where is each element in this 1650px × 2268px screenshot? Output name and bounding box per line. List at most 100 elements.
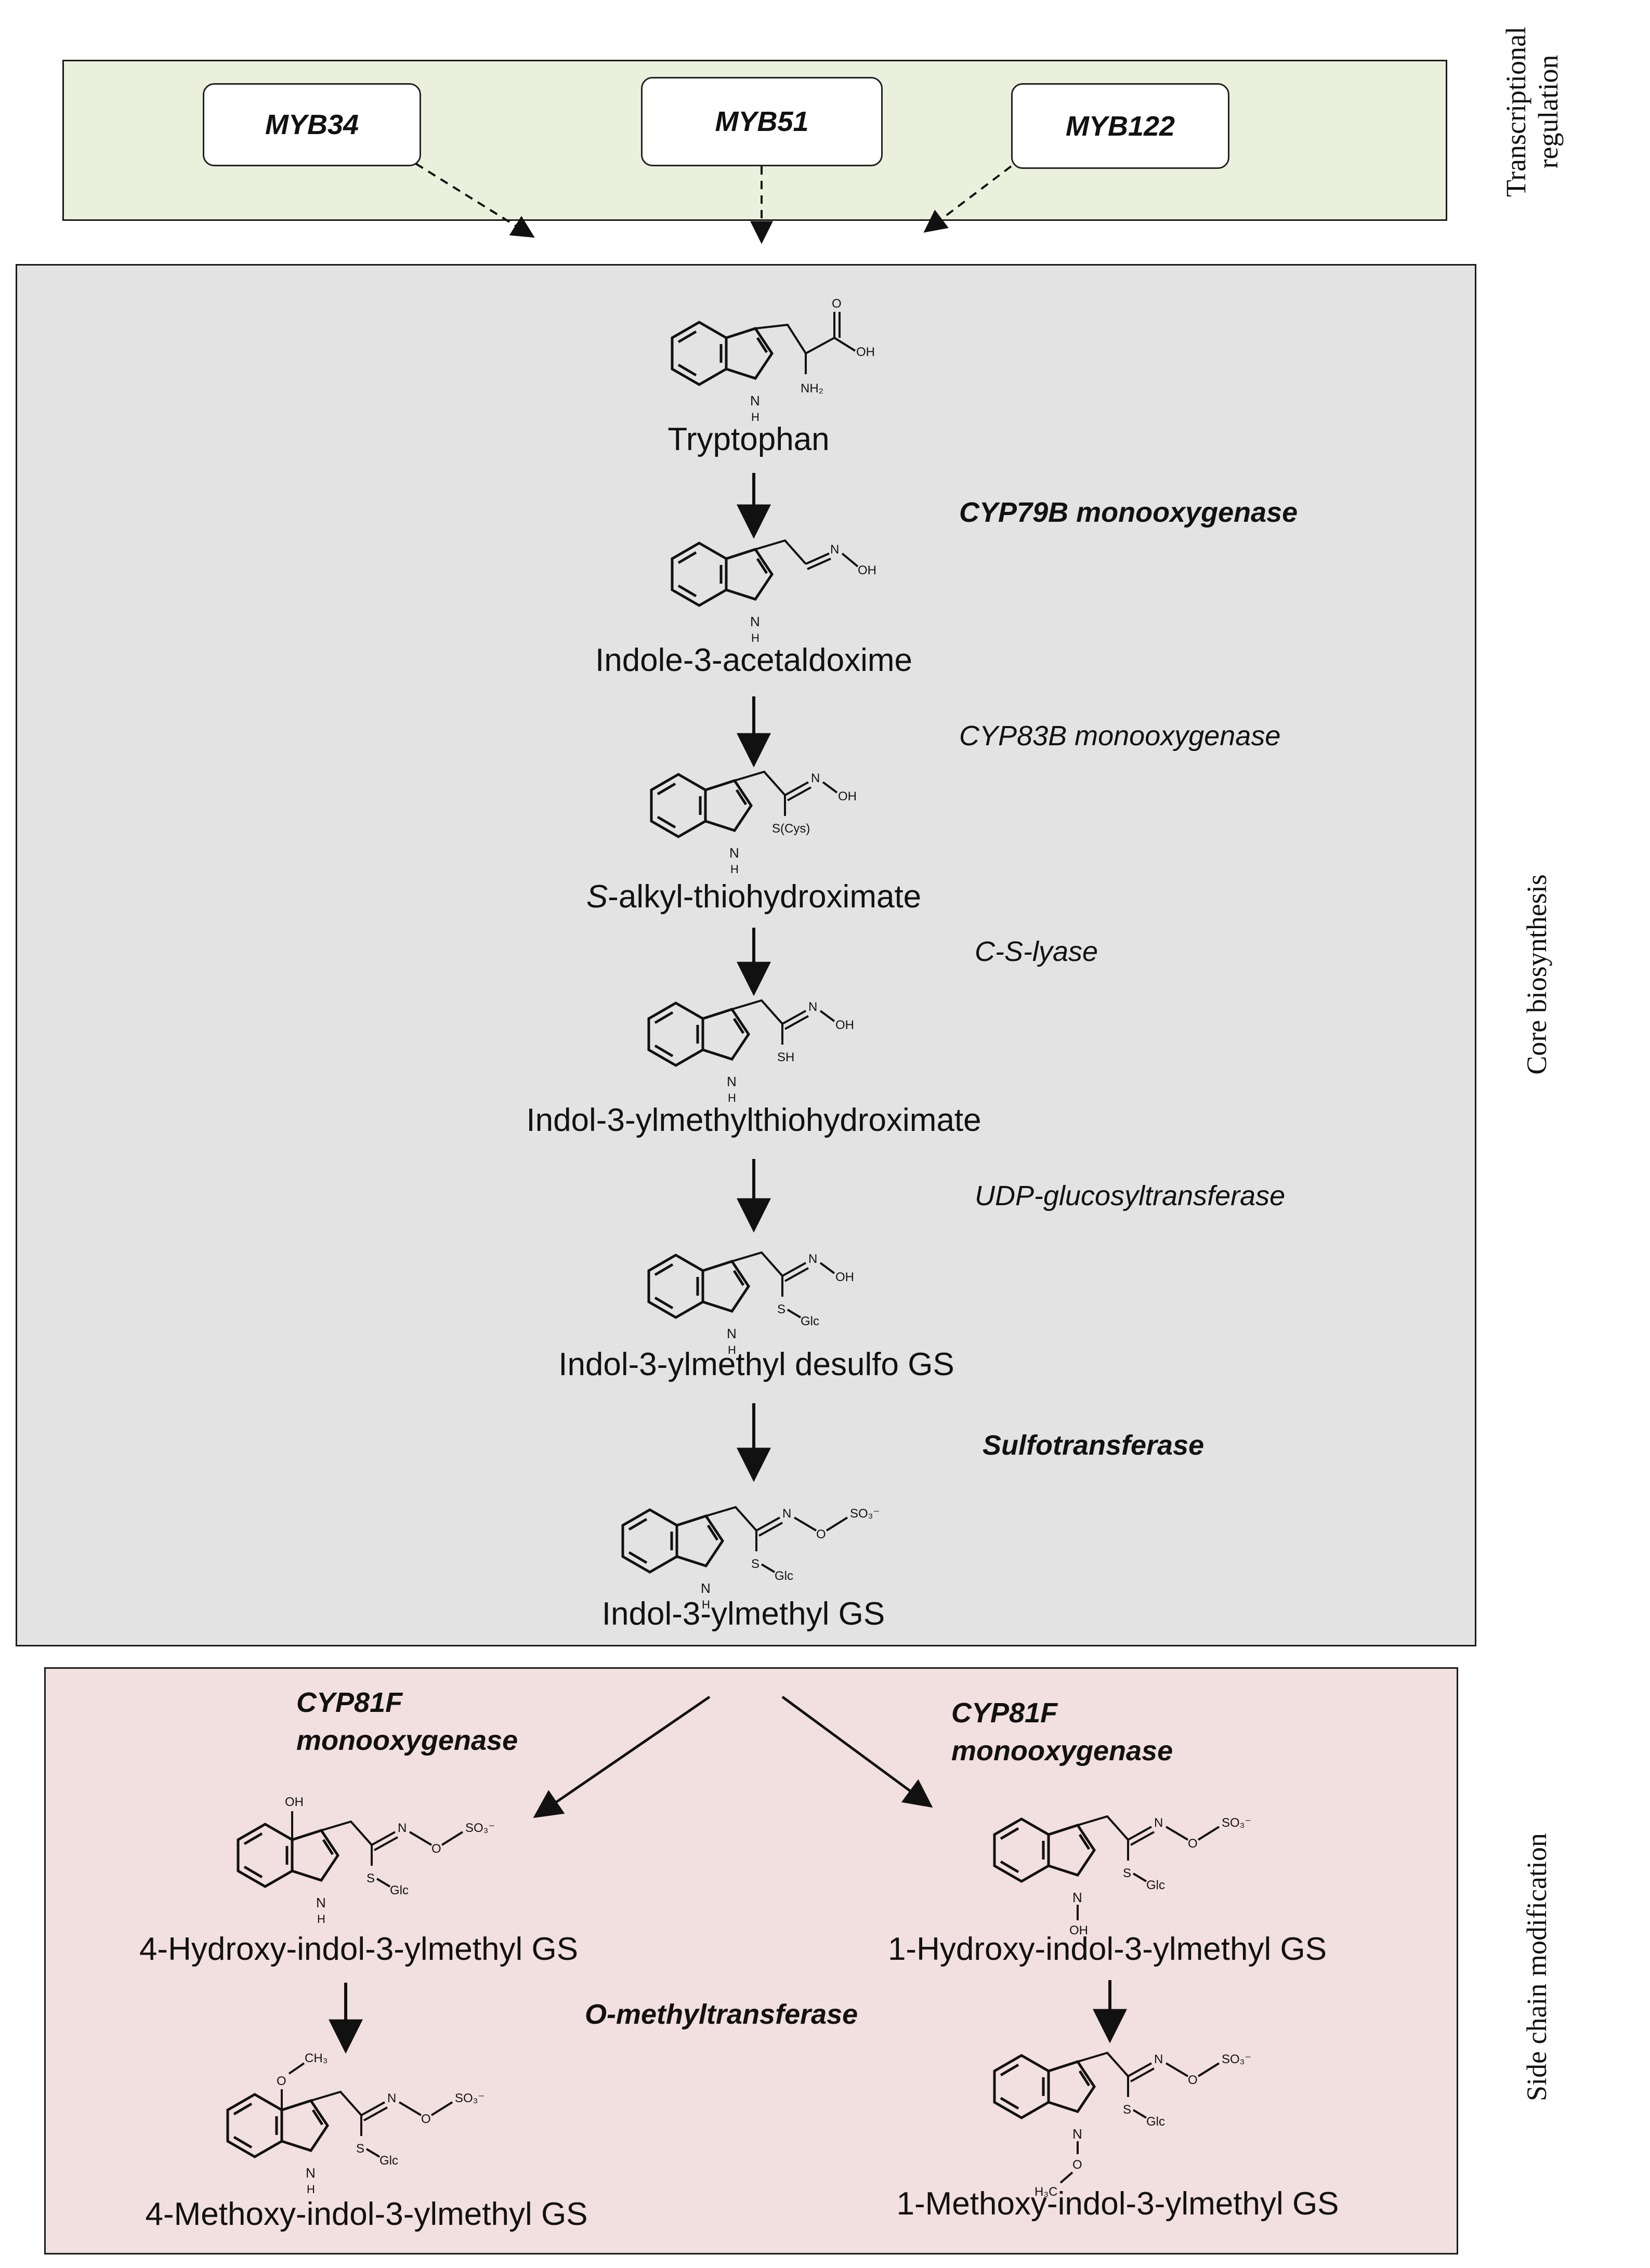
- compound-4-methoxy-indol-3-ylmethyl-gs: 4-Methoxy-indol-3-ylmethyl GS: [145, 2196, 588, 2232]
- compound-indole-3-acetaldoxime: Indole-3-acetaldoxime: [595, 642, 913, 678]
- svg-text:SO₃⁻: SO₃⁻: [465, 1821, 495, 1835]
- svg-text:N: N: [811, 771, 820, 785]
- structure-tryptophan: N H NH₂ O OH: [672, 297, 875, 424]
- svg-text:H: H: [728, 1091, 736, 1104]
- structure-indol-3-ylmethyl-gs: N H N O SO₃⁻ S Glc: [623, 1506, 880, 1611]
- svg-text:N: N: [830, 543, 839, 557]
- structure-1-methoxy-indol-3-ylmethyl-gs: N O H₃C N O SO₃⁻ S Glc: [994, 2051, 1251, 2199]
- structure-indole-3-acetaldoxime: N H N OH: [672, 539, 876, 644]
- svg-text:O: O: [1188, 2073, 1198, 2087]
- cyp81f-left-line1: CYP81F: [296, 1687, 403, 1718]
- compound-1-methoxy-indol-3-ylmethyl-gs: 1-Methoxy-indol-3-ylmethyl GS: [896, 2186, 1339, 2222]
- svg-text:N: N: [701, 1580, 711, 1596]
- svg-text:N: N: [808, 1252, 817, 1266]
- myb122-box: MYB122: [1011, 83, 1229, 169]
- svg-text:S: S: [1123, 2103, 1131, 2117]
- compound-1-hydroxy-indol-3-ylmethyl-gs: 1-Hydroxy-indol-3-ylmethyl GS: [887, 1931, 1327, 1967]
- svg-text:OH: OH: [858, 563, 876, 577]
- arrow-to-4-hydroxy: [533, 1695, 711, 1818]
- svg-text:O: O: [431, 1842, 441, 1856]
- svg-text:N: N: [808, 1000, 817, 1014]
- svg-text:SO₃⁻: SO₃⁻: [1222, 1816, 1251, 1830]
- compound-indol-3-ylmethyl-gs: Indol-3-ylmethyl GS: [601, 1596, 885, 1632]
- svg-text:SH: SH: [777, 1050, 794, 1064]
- svg-text:OH: OH: [835, 1018, 854, 1032]
- svg-text:N: N: [1154, 2052, 1163, 2066]
- svg-text:NH₂: NH₂: [801, 381, 823, 395]
- enzyme-cyp81f-left: CYP81F monooxygenase: [296, 1684, 518, 1760]
- svg-text:O: O: [816, 1527, 826, 1541]
- svg-text:H₃C: H₃C: [1034, 2185, 1057, 2199]
- svg-text:H: H: [751, 631, 759, 644]
- myb122-arrow: [923, 165, 1012, 233]
- svg-text:N: N: [306, 2165, 316, 2181]
- enzyme-sulfotransferase: Sulfotransferase: [983, 1430, 1204, 1461]
- svg-text:OH: OH: [285, 1795, 304, 1809]
- svg-text:S: S: [751, 1557, 759, 1571]
- svg-text:S(Cys): S(Cys): [772, 822, 810, 836]
- cyp81f-right-line1: CYP81F: [951, 1697, 1058, 1729]
- svg-text:Glc: Glc: [379, 2154, 398, 2168]
- enzyme-udp-glucosyltransferase: UDP-glucosyltransferase: [975, 1180, 1286, 1211]
- svg-text:N: N: [750, 614, 760, 629]
- arrow-to-1-hydroxy: [781, 1695, 933, 1808]
- compound-indol-3-ylmethylthiohydroximate: Indol-3-ylmethylthiohydroximate: [526, 1102, 981, 1138]
- enzyme-cyp79b: CYP79B monooxygenase: [959, 497, 1298, 528]
- svg-text:SO₃⁻: SO₃⁻: [850, 1507, 880, 1521]
- structure-indol-3-ylmethyl-desulfo-gs: N H N OH S Glc: [649, 1251, 854, 1356]
- cyp81f-right-line2: monooxygenase: [951, 1735, 1173, 1766]
- compound-4-hydroxy-indol-3-ylmethyl-gs: 4-Hydroxy-indol-3-ylmethyl GS: [139, 1931, 579, 1967]
- enzyme-cyp83b: CYP83B monooxygenase: [959, 720, 1281, 751]
- svg-text:S: S: [1123, 1866, 1131, 1880]
- svg-text:Glc: Glc: [1146, 1878, 1165, 1892]
- enzyme-cyp81f-right: CYP81F monooxygenase: [951, 1694, 1173, 1770]
- svg-text:S: S: [356, 2142, 364, 2156]
- svg-text:O: O: [277, 2074, 286, 2088]
- compound-tryptophan: Tryptophan: [667, 421, 830, 457]
- structure-indol-3-ylmethylthiohydroximate: N H N OH SH: [649, 999, 854, 1104]
- core-biosynthesis-panel: [16, 264, 1476, 1646]
- svg-text:H: H: [751, 411, 759, 424]
- myb34-box: MYB34: [203, 83, 421, 166]
- svg-text:S: S: [366, 1871, 375, 1885]
- svg-text:S: S: [777, 1302, 785, 1316]
- svg-text:OH: OH: [838, 789, 857, 803]
- svg-text:OH: OH: [856, 345, 875, 359]
- structure-s-alkyl-thiohydroximate: N H N OH S(Cys): [651, 770, 857, 876]
- svg-text:Glc: Glc: [801, 1314, 819, 1328]
- myb51-box: MYB51: [641, 77, 883, 166]
- svg-text:N: N: [1072, 2126, 1082, 2142]
- svg-text:H: H: [702, 1598, 710, 1611]
- svg-text:O: O: [421, 2112, 431, 2126]
- enzyme-o-methyltransferase: O-methyltransferase: [585, 1999, 858, 2030]
- svg-text:N: N: [1072, 1890, 1082, 1905]
- svg-text:N: N: [729, 845, 739, 861]
- svg-text:SO₃⁻: SO₃⁻: [1222, 2052, 1251, 2066]
- enzyme-c-s-lyase: C-S-lyase: [975, 936, 1098, 967]
- structure-4-methoxy-indol-3-ylmethyl-gs: N H O CH₃ N O SO₃⁻ S Glc: [228, 2051, 484, 2196]
- svg-text:O: O: [1072, 2158, 1082, 2172]
- myb34-arrow: [415, 163, 535, 238]
- svg-text:N: N: [727, 1074, 737, 1089]
- svg-text:N: N: [750, 393, 760, 408]
- svg-text:Glc: Glc: [775, 1569, 793, 1583]
- svg-text:N: N: [398, 1821, 407, 1835]
- thiohydroximate-rest: -alkyl-thiohydroximate: [608, 879, 922, 915]
- svg-text:H: H: [730, 863, 739, 876]
- svg-text:N: N: [782, 1507, 791, 1521]
- compound-indol-3-ylmethyl-desulfo-gs: Indol-3-ylmethyl desulfo GS: [558, 1347, 954, 1382]
- cyp81f-left-line2: monooxygenase: [296, 1724, 518, 1756]
- structure-1-hydroxy-indol-3-ylmethyl-gs: N OH N O SO₃⁻ S Glc: [994, 1815, 1251, 1937]
- svg-text:Glc: Glc: [390, 1883, 409, 1897]
- svg-text:CH₃: CH₃: [305, 2051, 328, 2065]
- svg-text:N: N: [316, 1895, 326, 1910]
- svg-text:H: H: [317, 1913, 325, 1926]
- svg-text:Glc: Glc: [1146, 2115, 1165, 2129]
- svg-text:OH: OH: [835, 1270, 854, 1284]
- compound-s-alkyl-thiohydroximate: S-alkyl-thiohydroximate: [586, 878, 921, 915]
- svg-text:H: H: [728, 1343, 736, 1356]
- s-prefix: S: [586, 879, 608, 915]
- svg-text:N: N: [727, 1326, 737, 1341]
- svg-text:N: N: [387, 2091, 396, 2105]
